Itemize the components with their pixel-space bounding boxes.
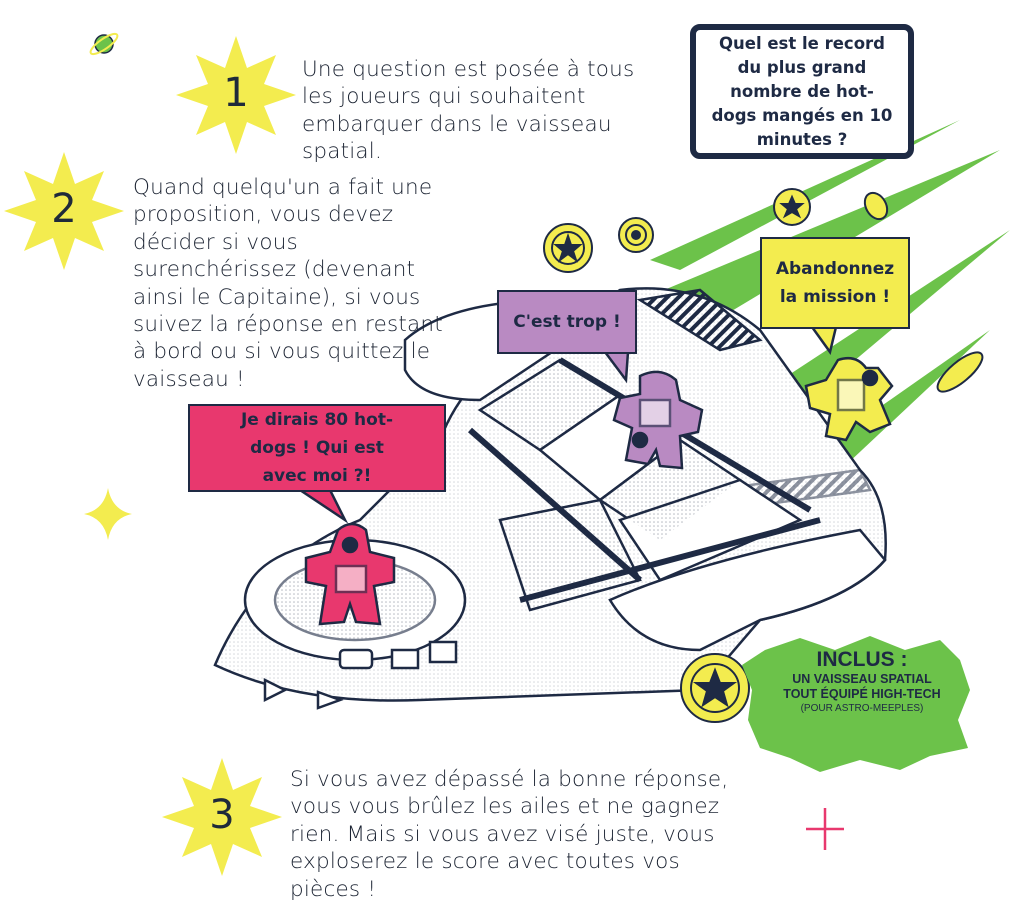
badge-line-2: TOUT ÉQUIPÉ HIGH-TECH	[783, 687, 941, 701]
step-1-number: 1	[223, 70, 249, 116]
badge-line-1: UN VAISSEAU SPATIAL	[792, 672, 932, 686]
step-2-text: Quand quelqu'un a fait une proposition, …	[133, 175, 443, 392]
meeple-quitter-icon	[804, 357, 894, 442]
starburst-3-icon	[162, 758, 282, 876]
quitter-speech-bubble: Abandonnez la mission !	[760, 237, 910, 329]
sparkle-icon	[84, 488, 132, 540]
step-1-text: Une question est posée à tous les joueur…	[302, 57, 635, 165]
captain-speech-bubble: Je dirais 80 hot-dogs ! Qui est avec moi…	[188, 404, 446, 492]
step-3-text: Si vous avez dépassé la bonne réponse, v…	[290, 767, 729, 902]
badge-note: (POUR ASTRO-MEEPLES)	[800, 703, 924, 714]
included-badge-shape	[742, 636, 970, 772]
included-badge: INCLUS : UN VAISSEAU SPATIAL TOUT ÉQUIPÉ…	[752, 648, 972, 715]
meeple-follower-icon	[612, 370, 704, 470]
coin-icons	[543, 188, 984, 723]
planet-icon	[89, 32, 119, 56]
follower-speech-bubble: C'est trop !	[497, 290, 637, 354]
starburst-2-icon	[4, 152, 124, 270]
step-2-number: 2	[51, 186, 77, 232]
badge-title: INCLUS :	[816, 648, 908, 671]
step-3-number: 3	[209, 792, 235, 838]
starburst-1-icon	[176, 36, 296, 154]
question-card: Quel est le record du plus grand nombre …	[690, 24, 914, 159]
meeple-captain-icon	[304, 522, 396, 626]
bubble-tail-captain	[295, 488, 349, 524]
plus-sparkle-icon	[806, 808, 844, 850]
